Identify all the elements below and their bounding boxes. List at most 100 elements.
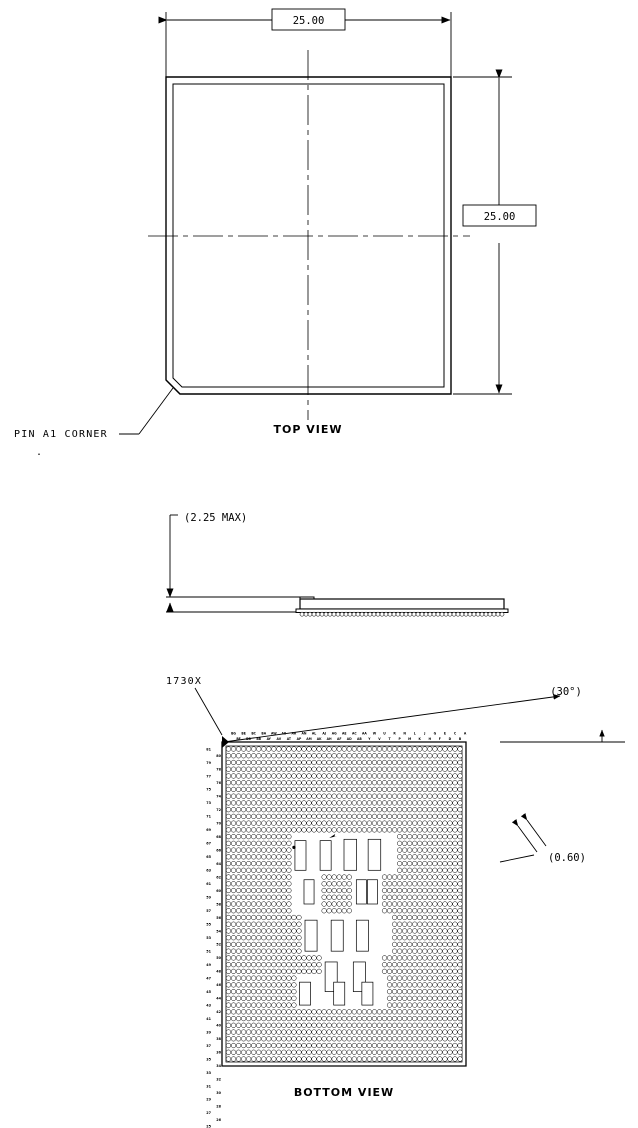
solder-ball [326,1036,332,1042]
solder-ball [437,894,443,900]
solder-ball [291,1029,297,1035]
row-label: 60 [216,889,221,893]
side-solder-ball [339,611,345,617]
solder-ball [351,1042,357,1049]
row-label: 26 [216,1118,221,1122]
side-solder-ball [443,611,449,617]
solder-ball [366,746,373,752]
solder-ball [225,1002,232,1008]
solder-ball [437,860,443,867]
side-solder-ball [367,611,373,617]
solder-ball [241,1049,247,1055]
side-solder-ball [315,611,321,617]
solder-ball [447,982,453,988]
solder-ball [311,780,317,786]
solder-ball [442,1015,448,1022]
solder-ball [402,800,408,806]
solder-ball [442,1002,448,1008]
solder-ball [281,746,287,752]
solder-ball [331,1029,337,1035]
solder-ball [291,827,297,833]
solder-ball [402,928,408,934]
solder-ball [457,766,463,772]
solder-ball [281,908,287,914]
side-solder-ball [471,611,477,617]
solder-ball [256,1002,262,1008]
solder-ball [427,1042,433,1049]
solder-ball [271,1022,277,1028]
solder-ball [386,786,393,793]
solder-ball [371,780,378,786]
solder-ball [452,948,458,954]
solder-ball [301,962,307,968]
solder-ball [225,995,232,1001]
solder-ball [225,860,232,867]
solder-ball [301,968,307,974]
side-solder-ball [343,611,349,617]
side-solder-ball [415,611,421,617]
solder-ball [437,847,443,853]
solder-ball [442,1036,448,1042]
solder-ball [437,793,443,799]
solder-ball [452,807,458,813]
solder-ball [432,1015,438,1022]
solder-ball [407,982,413,988]
solder-ball [241,834,247,840]
solder-ball [432,813,438,819]
solder-ball [422,1029,428,1035]
solder-ball [225,1049,232,1055]
solder-ball [437,941,443,948]
row-label: 35 [206,1057,211,1061]
solder-ball [407,759,413,766]
solder-ball [321,901,327,907]
solder-ball [412,780,418,786]
solder-ball [402,793,408,799]
solder-ball [442,827,448,833]
row-label: 31 [206,1084,211,1088]
solder-ball [417,921,423,927]
solder-ball [376,1036,383,1042]
solder-ball [346,1009,352,1015]
row-label: 74 [216,794,221,798]
solder-ball [351,753,357,759]
solder-ball [266,935,272,941]
solder-ball [316,753,322,759]
solder-ball [256,1022,262,1028]
solder-ball [417,786,423,793]
solder-ball [246,793,252,799]
solder-ball [407,989,413,995]
solder-ball [457,847,463,853]
side-solder-ball [455,611,461,617]
solder-ball [336,1009,342,1015]
solder-ball [427,773,433,779]
solder-ball [432,759,438,766]
solder-ball [261,820,267,826]
solder-ball [256,962,262,968]
solder-ball [225,780,232,786]
solder-ball [241,1029,247,1035]
solder-ball [276,975,282,981]
solder-ball [266,786,272,793]
solder-ball [261,935,267,941]
solder-ball [261,800,267,806]
column-label: L [414,732,416,736]
row-label: 41 [206,1017,211,1021]
solder-ball [286,948,292,954]
solder-ball [331,746,337,752]
solder-ball [402,820,408,826]
solder-ball [291,786,297,793]
solder-ball [341,1042,347,1049]
solder-ball [251,1002,257,1008]
solder-ball [311,968,317,974]
solder-ball [346,759,352,766]
row-label: 71 [206,815,211,819]
solder-ball [230,759,237,766]
solder-ball [271,834,277,840]
solder-ball [422,746,428,752]
solder-ball [346,1036,352,1042]
solder-ball [386,962,393,968]
solder-ball [447,780,453,786]
solder-ball [276,786,282,793]
solder-ball [422,941,428,948]
solder-ball [306,1049,312,1055]
